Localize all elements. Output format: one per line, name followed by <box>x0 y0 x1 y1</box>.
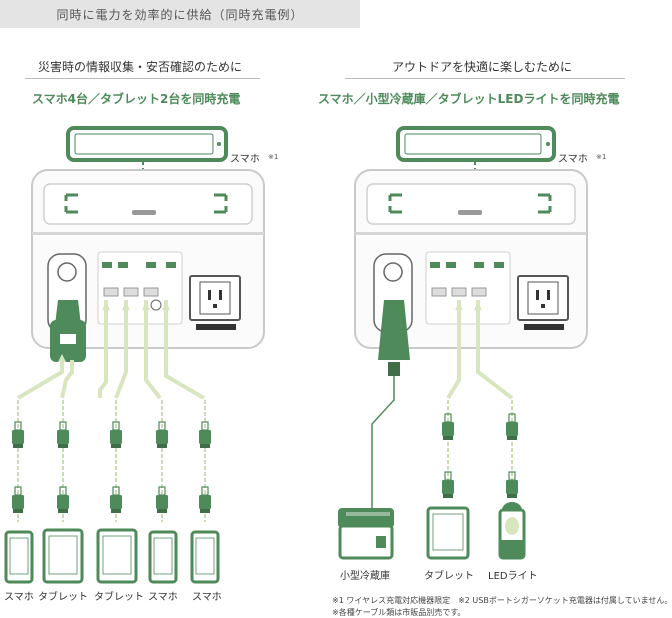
right-power-station-icon <box>354 169 588 349</box>
left-device-label-4: スマホ <box>148 592 178 603</box>
right-section-subtitle: スマホ／小型冷蔵庫／タブレットLEDライトを同時充電 <box>318 92 620 106</box>
left-device-label-3: タブレット <box>94 592 144 603</box>
charging-diagram <box>4 126 588 584</box>
left-device-smartphone-1-icon <box>4 530 34 584</box>
right-phone-label: スマホ <box>558 154 588 165</box>
left-device-label-2: タブレット <box>38 592 88 603</box>
header-band <box>0 0 360 28</box>
right-device-label-3: LEDライト <box>488 571 538 582</box>
left-section-subtitle: スマホ4台／タブレット2台を同時充電 <box>32 92 241 106</box>
left-section-rule <box>25 78 260 79</box>
left-device-tablet-2-icon <box>96 528 138 584</box>
right-device-led-light-icon <box>498 502 526 560</box>
right-phone-note: ※1 <box>596 153 607 161</box>
right-wireless-phone-icon <box>396 126 556 162</box>
left-cable-paths <box>16 300 206 400</box>
right-cable-columns <box>441 400 519 499</box>
right-section-title: アウトドアを快適に楽しむために <box>392 60 573 74</box>
left-cable-columns <box>11 400 212 522</box>
right-section-rule <box>345 78 625 79</box>
left-device-label-5: スマホ <box>192 592 222 603</box>
right-car-plug-icon <box>378 300 410 376</box>
right-device-tablet-icon <box>426 506 470 560</box>
left-wireless-phone-icon <box>66 126 228 162</box>
left-device-smartphone-3-icon <box>190 530 220 584</box>
footnote-line-2: ※各種ケーブル類は市販品別売です。 <box>332 608 466 617</box>
left-phone-label: スマホ <box>230 154 260 165</box>
right-device-label-1: 小型冷蔵庫 <box>340 571 390 582</box>
left-power-station-icon <box>31 169 265 349</box>
right-device-label-2: タブレット <box>424 571 474 582</box>
footnote-line-1: ※1 ワイヤレス充電対応機器限定 ※2 USBポートシガーソケット充電器は付属し… <box>332 596 672 605</box>
left-device-label-1: スマホ <box>4 592 34 603</box>
right-fridge-cable <box>371 376 395 508</box>
right-cable-paths <box>446 300 514 400</box>
left-device-tablet-1-icon <box>42 528 84 584</box>
left-device-smartphone-2-icon <box>148 530 178 584</box>
right-device-cooler-icon <box>338 508 394 560</box>
header-title: 同時に電力を効率的に供給（同時充電例） <box>56 8 304 22</box>
left-section-title: 災害時の情報収集・安否確認のために <box>38 60 243 74</box>
left-usb-car-charger-icon <box>50 300 86 362</box>
left-phone-note: ※1 <box>268 153 279 161</box>
